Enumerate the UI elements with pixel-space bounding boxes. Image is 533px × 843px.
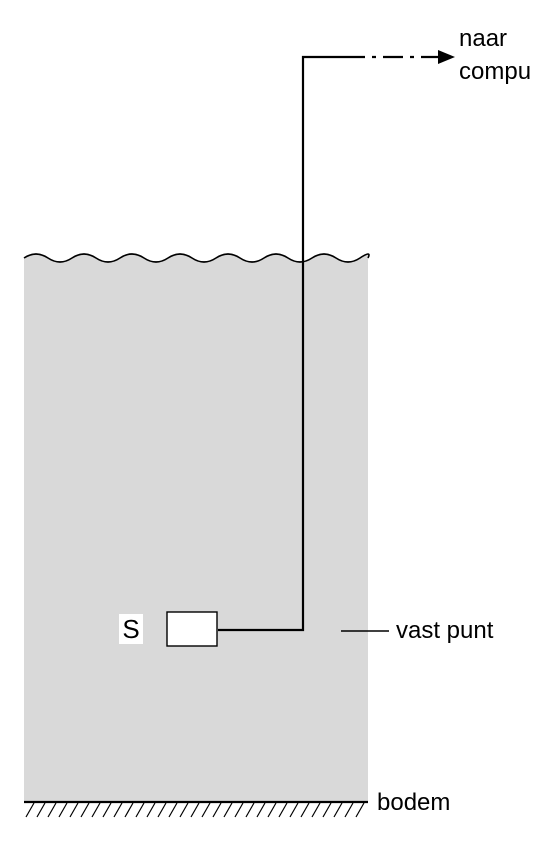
sensor-label-background (119, 614, 143, 644)
output-label-line2: compu (459, 58, 531, 85)
output-label-line1: naar (459, 25, 507, 52)
signal-cable (218, 55, 345, 632)
sensor-label: S (122, 614, 139, 644)
water-surface-line (23, 253, 370, 263)
arrow-head-icon (438, 50, 455, 64)
water-body (24, 254, 369, 802)
bottom-hatching (25, 802, 365, 818)
sensor-box (166, 611, 218, 647)
bottom-label: bodem (377, 789, 450, 816)
reference-label: vast punt (396, 617, 494, 644)
